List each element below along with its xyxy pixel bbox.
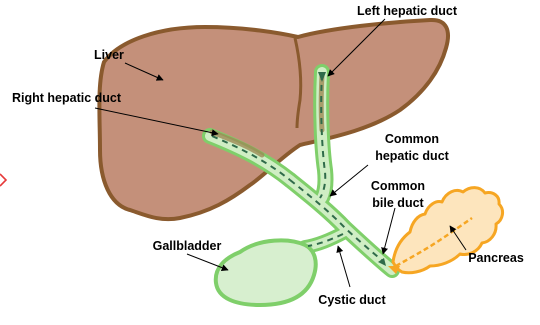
label-pancreas: Pancreas: [468, 251, 524, 265]
label-common-bile-duct-line1: Common: [371, 179, 425, 193]
label-cystic-duct: Cystic duct: [318, 293, 386, 307]
label-liver: Liver: [94, 48, 124, 62]
chevron-right-icon: [0, 174, 6, 186]
gallbladder-shape: [216, 240, 316, 305]
label-common-bile-duct-line2: bile duct: [372, 196, 424, 210]
label-gallbladder: Gallbladder: [153, 239, 222, 253]
label-common-hepatic-duct-line2: hepatic duct: [375, 149, 449, 163]
label-common-hepatic-duct-line1: Common: [385, 132, 439, 146]
label-right-hepatic-duct: Right hepatic duct: [12, 91, 122, 105]
label-left-hepatic-duct: Left hepatic duct: [357, 4, 458, 18]
